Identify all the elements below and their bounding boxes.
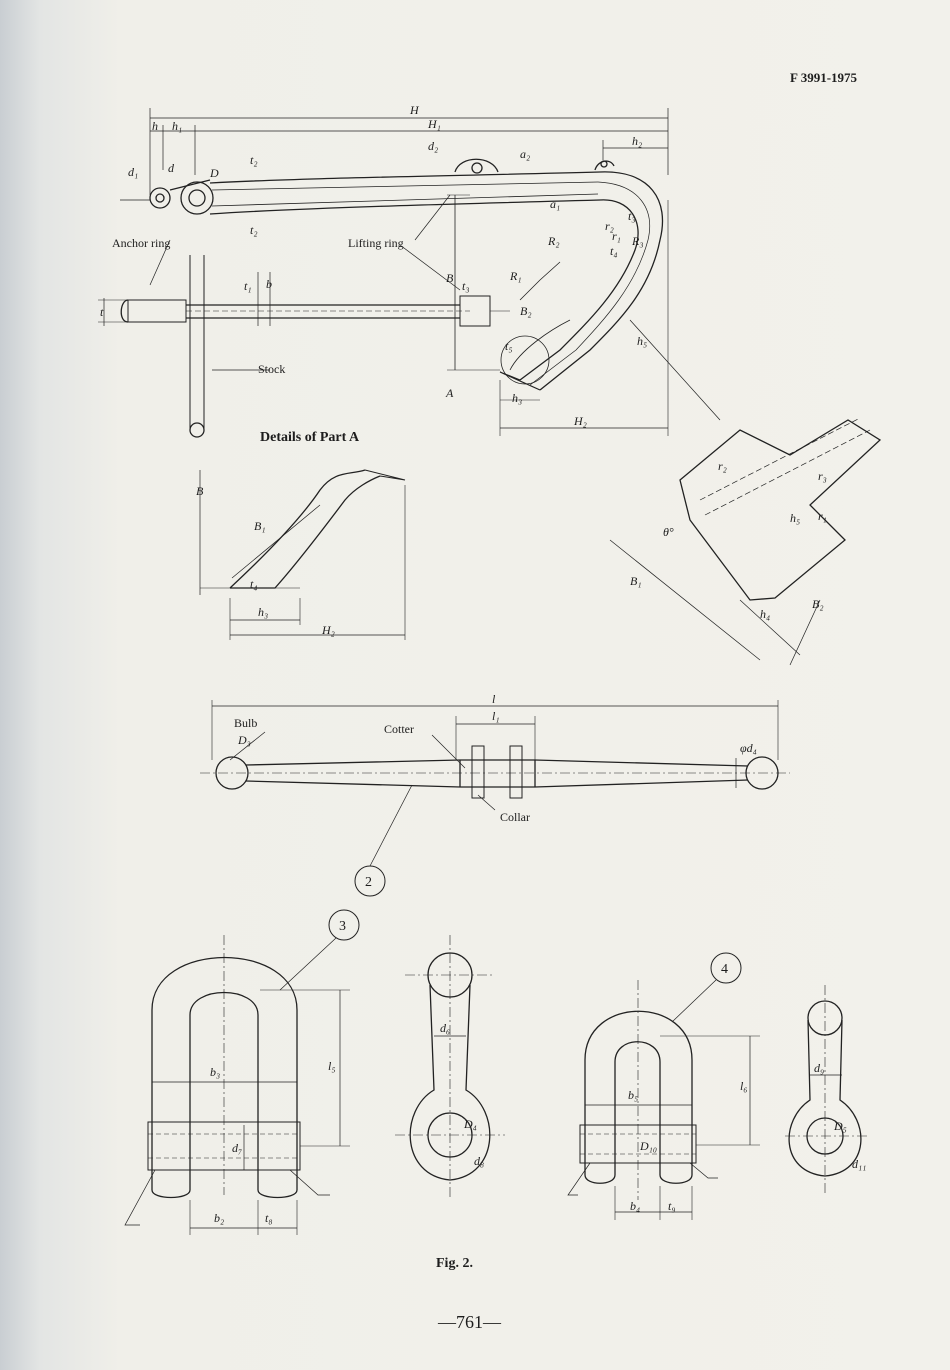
dim-h: h [152, 119, 158, 133]
dim-t2-bottom: t₂ [250, 223, 258, 237]
section-dim-r3: r₃ [818, 469, 827, 483]
s3-dim-D4: D₄ [463, 1117, 477, 1131]
dim-t2-top: t₂ [250, 153, 258, 167]
s4-dim-D5: D₅ [833, 1119, 847, 1133]
detail-dim-h3: h₃ [258, 605, 268, 619]
dim-h3: h₃ [512, 391, 522, 405]
dim-H: H [409, 103, 420, 117]
dim-h2: h₂ [632, 134, 642, 148]
dim-d: d [168, 161, 175, 175]
s3-dim-b2: b₂ [214, 1211, 224, 1225]
section-dim-theta: θ° [663, 525, 674, 539]
figure-caption: Fig. 2. [436, 1256, 473, 1271]
detail-dim-B: B [196, 484, 204, 498]
shackle-4: 4 b₅ l₆ D₁₀ b₄ t₉ d₉ D₅ d₁₁ [567, 952, 870, 1220]
s3-dim-l5: l₅ [328, 1059, 336, 1073]
section-dim-h4: h₄ [760, 607, 770, 621]
detail-dim-t4: t₄ [250, 577, 258, 591]
callout-3: 3 [339, 919, 346, 934]
detail-dim-B1: B₁ [254, 519, 266, 533]
label-cotter: Cotter [384, 722, 414, 736]
callout-2: 2 [365, 875, 372, 890]
fluke-section: r₂ r₃ h₅ r₁ θ° B₁ h₄ B₂ [609, 417, 882, 666]
section-dim-B2: B₂ [812, 597, 824, 611]
s4-dim-d11: d₁₁ [852, 1157, 866, 1171]
section-dim-h5: h₅ [790, 511, 800, 525]
dim-t1: t₁ [244, 279, 252, 293]
section-dim-B1: B₁ [630, 574, 642, 588]
label-stock: Stock [258, 362, 286, 376]
s4-dim-l6: l₆ [740, 1079, 748, 1093]
dim-B2: B₂ [520, 304, 532, 318]
dim-r1: r₁ [612, 229, 621, 243]
dim-t3: t₃ [628, 209, 636, 223]
s4-dim-b4: b₄ [630, 1199, 640, 1213]
section-dim-r1: r₁ [818, 509, 827, 523]
detail-dim-H2: H₂ [321, 623, 335, 637]
callout-4: 4 [721, 962, 728, 977]
dim-A: A [445, 386, 454, 400]
stock-dim-l: l [492, 692, 496, 706]
section-dim-r2: r₂ [718, 459, 727, 473]
label-lifting-ring: Lifting ring [348, 236, 404, 250]
dim-t3-side: t₃ [462, 279, 470, 293]
document-number: F 3991-1975 [790, 70, 858, 85]
dim-R3: R₃ [631, 234, 644, 248]
s4-dim-D10: D₁₀ [639, 1139, 657, 1153]
dim-D: D [209, 166, 219, 180]
s4-dim-t9: t₉ [668, 1199, 676, 1213]
dim-r2: r₂ [605, 219, 614, 233]
stock-dim-D3: D₃ [237, 733, 251, 747]
dim-t: t [100, 305, 104, 319]
anchor-drawing: H H₁ h h₁ h₂ d₂ a₂ d₁ d D t₂ a₁ r₂ t₂ R₃… [98, 103, 721, 438]
dim-d1: d₁ [128, 165, 138, 179]
s4-dim-b5: b₅ [628, 1088, 638, 1102]
dim-d2: d₂ [428, 139, 438, 153]
dim-a1: a₁ [550, 197, 560, 211]
dim-R1: R₁ [509, 269, 522, 283]
stock-dim-d4: φd₄ [740, 741, 757, 755]
dim-b: b [266, 277, 272, 291]
stock-drawing: l l₁ D₃ φd₄ 2 [200, 692, 790, 897]
label-bulb: Bulb [234, 716, 258, 730]
s3-dim-d8: d₈ [474, 1154, 484, 1168]
s3-dim-d6: d₆ [440, 1021, 450, 1035]
part-a-detail: B B₁ t₄ h₃ H₂ [196, 469, 406, 640]
dim-R2: R₂ [547, 234, 560, 248]
dim-t5: t₅ [505, 339, 513, 353]
label-anchor-ring: Anchor ring [112, 236, 171, 250]
dim-h1: h₁ [172, 119, 182, 133]
s4-dim-d9: d₉ [814, 1061, 824, 1075]
dim-H1: H₁ [427, 117, 441, 131]
dim-B: B [446, 271, 454, 285]
dim-H2: H₂ [573, 414, 587, 428]
shackle-3: 3 b₃ l₅ d₇ b₂ t₈ d₆ D₄ [124, 909, 505, 1235]
s3-dim-t8: t₈ [265, 1211, 273, 1225]
details-title: Details of Part A [260, 430, 360, 445]
page-number: —761— [438, 1312, 501, 1332]
dim-t4: t₄ [610, 244, 618, 258]
dim-h5: h₅ [637, 334, 647, 348]
label-collar: Collar [500, 810, 530, 824]
dim-a2: a₂ [520, 147, 530, 161]
s3-dim-d7: d₇ [232, 1141, 242, 1155]
stock-dim-l1: l₁ [492, 709, 500, 723]
s3-dim-b3: b₃ [210, 1065, 220, 1079]
